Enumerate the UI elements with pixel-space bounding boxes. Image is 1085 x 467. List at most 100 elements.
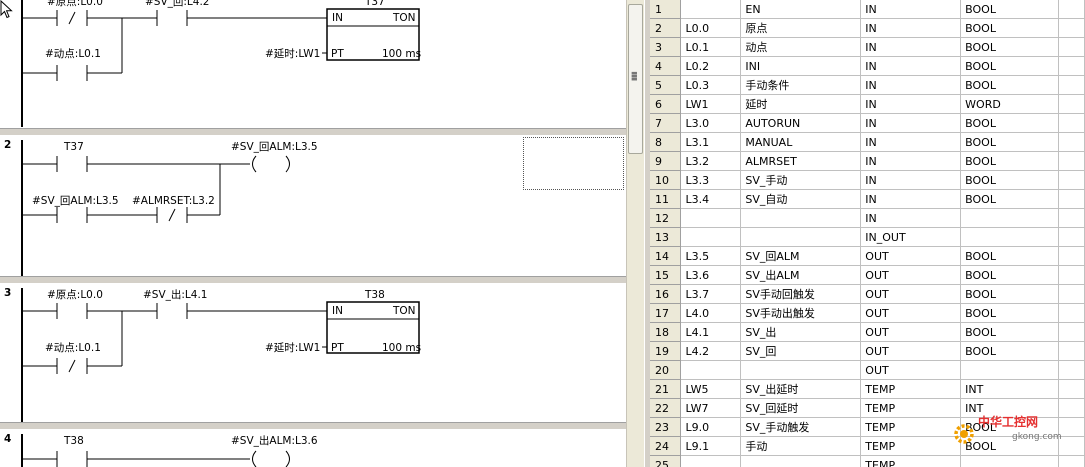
var-name[interactable]: AUTORUN: [740, 113, 862, 133]
var-type[interactable]: TEMP: [860, 379, 962, 399]
address[interactable]: [680, 227, 742, 247]
var-type[interactable]: IN: [860, 132, 962, 152]
extra[interactable]: [1058, 56, 1085, 76]
address[interactable]: [680, 360, 742, 380]
var-name[interactable]: [740, 227, 862, 247]
var-type[interactable]: OUT: [860, 360, 962, 380]
var-type[interactable]: TEMP: [860, 417, 962, 437]
extra[interactable]: [1058, 208, 1085, 228]
data-type[interactable]: [960, 455, 1060, 467]
var-type[interactable]: IN: [860, 37, 962, 57]
var-name[interactable]: 原点: [740, 18, 862, 38]
contact-no[interactable]: [56, 65, 88, 81]
extra[interactable]: [1058, 284, 1085, 304]
var-type[interactable]: IN_OUT: [860, 227, 962, 247]
data-type[interactable]: BOOL: [960, 75, 1060, 95]
extra[interactable]: [1058, 151, 1085, 171]
address[interactable]: L9.1: [680, 436, 742, 456]
extra[interactable]: [1058, 398, 1085, 418]
var-type[interactable]: OUT: [860, 265, 962, 285]
var-type[interactable]: IN: [860, 0, 962, 19]
network-4[interactable]: 4 T38 #SV_出ALM:L3.6: [4, 433, 318, 467]
var-type[interactable]: OUT: [860, 284, 962, 304]
extra[interactable]: [1058, 37, 1085, 57]
network-1[interactable]: #原点:L0.0 #SV_回:L4.2 #动点:L0.1 IN TON PT: [22, 0, 421, 81]
address[interactable]: L0.1: [680, 37, 742, 57]
extra[interactable]: [1058, 360, 1085, 380]
contact-no[interactable]: [156, 10, 188, 26]
var-name[interactable]: SV_手动触发: [740, 417, 862, 437]
var-name[interactable]: INI: [740, 56, 862, 76]
data-type[interactable]: BOOL: [960, 18, 1060, 38]
vertical-scrollbar[interactable]: ▬▬▬: [626, 0, 644, 467]
address[interactable]: L3.3: [680, 170, 742, 190]
var-name[interactable]: 手动条件: [740, 75, 862, 95]
extra[interactable]: [1058, 417, 1085, 437]
var-name[interactable]: ALMRSET: [740, 151, 862, 171]
address[interactable]: L3.1: [680, 132, 742, 152]
data-type[interactable]: BOOL: [960, 0, 1060, 19]
var-type[interactable]: OUT: [860, 341, 962, 361]
contact-nc[interactable]: [156, 207, 188, 223]
contact-nc[interactable]: [56, 10, 88, 26]
timer-box[interactable]: IN TON PT 100 ms T37: [326, 0, 421, 61]
extra[interactable]: [1058, 455, 1085, 467]
var-type[interactable]: IN: [860, 151, 962, 171]
ladder-editor[interactable]: #原点:L0.0 #SV_回:L4.2 #动点:L0.1 IN TON PT: [0, 0, 626, 467]
data-type[interactable]: BOOL: [960, 56, 1060, 76]
contact-no[interactable]: [56, 156, 88, 172]
var-type[interactable]: OUT: [860, 246, 962, 266]
address[interactable]: L3.6: [680, 265, 742, 285]
data-type[interactable]: BOOL: [960, 303, 1060, 323]
coil[interactable]: #SV_出ALM:L3.6: [231, 434, 318, 467]
data-type[interactable]: BOOL: [960, 436, 1060, 456]
extra[interactable]: [1058, 436, 1085, 456]
data-type[interactable]: BOOL: [960, 151, 1060, 171]
var-name[interactable]: SV_出ALM: [740, 265, 862, 285]
var-type[interactable]: TEMP: [860, 398, 962, 418]
extra[interactable]: [1058, 303, 1085, 323]
extra[interactable]: [1058, 132, 1085, 152]
var-type[interactable]: OUT: [860, 322, 962, 342]
var-type[interactable]: IN: [860, 94, 962, 114]
var-type[interactable]: IN: [860, 170, 962, 190]
address[interactable]: L3.2: [680, 151, 742, 171]
extra[interactable]: [1058, 341, 1085, 361]
extra[interactable]: [1058, 170, 1085, 190]
var-type[interactable]: TEMP: [860, 455, 962, 467]
var-type[interactable]: TEMP: [860, 436, 962, 456]
network-2[interactable]: 2 T37 #SV_回ALM:L3.5 #SV_回ALM:L3.5: [4, 139, 318, 223]
var-type[interactable]: IN: [860, 18, 962, 38]
data-type[interactable]: BOOL: [960, 132, 1060, 152]
extra[interactable]: [1058, 113, 1085, 133]
data-type[interactable]: BOOL: [960, 341, 1060, 361]
data-type[interactable]: BOOL: [960, 189, 1060, 209]
var-name[interactable]: 延时: [740, 94, 862, 114]
data-type[interactable]: [960, 360, 1060, 380]
coil[interactable]: #SV_回ALM:L3.5: [231, 141, 318, 173]
address[interactable]: LW7: [680, 398, 742, 418]
data-type[interactable]: BOOL: [960, 246, 1060, 266]
contact-no[interactable]: [56, 207, 88, 223]
contact-no[interactable]: [56, 303, 88, 319]
address[interactable]: L4.2: [680, 341, 742, 361]
var-name[interactable]: 手动: [740, 436, 862, 456]
extra[interactable]: [1058, 379, 1085, 399]
extra[interactable]: [1058, 227, 1085, 247]
var-name[interactable]: SV手动回触发: [740, 284, 862, 304]
